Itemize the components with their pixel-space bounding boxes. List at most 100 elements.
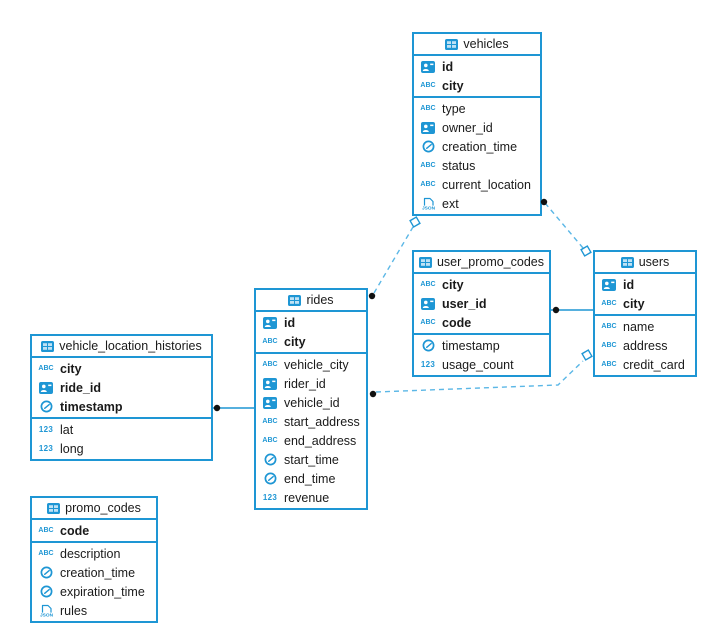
primary-key-section: id ABC city — [256, 312, 366, 354]
table-user_promo_codes[interactable]: user_promo_codes ABC city user_id ABC co… — [412, 250, 551, 377]
field-label: creation_time — [442, 139, 518, 154]
field-label: ride_id — [60, 380, 101, 395]
field-lat[interactable]: 123 lat — [32, 420, 211, 439]
string-type-icon: ABC — [601, 323, 617, 330]
field-label: timestamp — [442, 338, 500, 353]
field-label: id — [442, 59, 454, 74]
field-end_time[interactable]: end_time — [256, 469, 366, 488]
field-code[interactable]: ABC code — [414, 313, 549, 332]
field-id[interactable]: id — [414, 57, 540, 76]
rel-vehicle-location-histories-rides[interactable] — [213, 404, 254, 412]
field-creation_time[interactable]: creation_time — [32, 563, 156, 582]
number-type-icon: 123 — [262, 492, 278, 502]
field-current_location[interactable]: ABC current_location — [414, 175, 540, 194]
field-user_id[interactable]: user_id — [414, 294, 549, 313]
string-type-icon: ABC — [420, 181, 436, 188]
table-icon — [620, 256, 634, 268]
field-rules[interactable]: JSON rules — [32, 601, 156, 620]
rel-vehicles-users[interactable] — [540, 198, 592, 257]
field-description[interactable]: ABC description — [32, 544, 156, 563]
number-type-icon: 123 — [38, 443, 54, 453]
field-label: city — [442, 78, 464, 93]
field-code[interactable]: ABC code — [32, 521, 156, 540]
field-timestamp[interactable]: timestamp — [32, 397, 211, 416]
string-type-icon: ABC — [420, 82, 436, 89]
field-start_address[interactable]: ABC start_address — [256, 412, 366, 431]
field-label: address — [623, 338, 668, 353]
relation-endpoint-diamond — [581, 349, 593, 361]
field-end_address[interactable]: ABC end_address — [256, 431, 366, 450]
time-icon — [422, 140, 434, 153]
field-owner_id[interactable]: owner_id — [414, 118, 540, 137]
uuid-icon — [263, 377, 277, 390]
field-label: creation_time — [60, 565, 136, 580]
field-start_time[interactable]: start_time — [256, 450, 366, 469]
table-vehicles[interactable]: vehicles id ABC city ABC type owner_id — [412, 32, 542, 216]
number-type-icon: 123 — [420, 359, 436, 369]
field-revenue[interactable]: 123 revenue — [256, 488, 366, 507]
field-label: city — [442, 277, 464, 292]
field-label: usage_count — [442, 357, 514, 372]
field-city[interactable]: ABC city — [256, 332, 366, 351]
string-type-icon: ABC — [262, 437, 278, 444]
relation-endpoint-dot — [552, 306, 560, 314]
table-header-vehicle_location_histories[interactable]: vehicle_location_histories — [32, 336, 211, 358]
field-label: vehicle_id — [284, 395, 340, 410]
field-timestamp[interactable]: timestamp — [414, 336, 549, 355]
table-header-promo_codes[interactable]: promo_codes — [32, 498, 156, 520]
field-city[interactable]: ABC city — [414, 76, 540, 95]
field-name[interactable]: ABC name — [595, 317, 695, 336]
field-vehicle_city[interactable]: ABC vehicle_city — [256, 355, 366, 374]
field-id[interactable]: id — [595, 275, 695, 294]
table-promo_codes[interactable]: promo_codes ABC code ABC description cre… — [30, 496, 158, 623]
field-label: name — [623, 319, 655, 334]
field-long[interactable]: 123 long — [32, 439, 211, 458]
rel-user-promo-codes-users[interactable] — [551, 306, 593, 314]
time-icon — [264, 472, 276, 485]
table-header-rides[interactable]: rides — [256, 290, 366, 312]
field-city[interactable]: ABC city — [32, 359, 211, 378]
field-credit_card[interactable]: ABC credit_card — [595, 355, 695, 374]
field-label: user_id — [442, 296, 487, 311]
time-icon — [422, 339, 434, 352]
table-title: user_promo_codes — [436, 255, 544, 269]
table-header-users[interactable]: users — [595, 252, 695, 274]
field-city[interactable]: ABC city — [595, 294, 695, 313]
columns-section: ABC description creation_time expiration… — [32, 543, 156, 621]
field-label: expiration_time — [60, 584, 145, 599]
uuid-icon — [421, 60, 435, 73]
table-rides[interactable]: rides id ABC city ABC vehicle_city rider… — [254, 288, 368, 510]
primary-key-section: id ABC city — [414, 56, 540, 98]
field-vehicle_id[interactable]: vehicle_id — [256, 393, 366, 412]
field-label: code — [60, 523, 90, 538]
table-title: rides — [306, 293, 334, 307]
field-label: current_location — [442, 177, 531, 192]
field-status[interactable]: ABC status — [414, 156, 540, 175]
field-label: vehicle_city — [284, 357, 349, 372]
field-usage_count[interactable]: 123 usage_count — [414, 355, 549, 374]
field-label: lat — [60, 422, 74, 437]
field-expiration_time[interactable]: expiration_time — [32, 582, 156, 601]
field-city[interactable]: ABC city — [414, 275, 549, 294]
field-address[interactable]: ABC address — [595, 336, 695, 355]
relation-line — [373, 226, 414, 294]
field-label: code — [442, 315, 472, 330]
field-label: ext — [442, 196, 459, 211]
field-id[interactable]: id — [256, 313, 366, 332]
table-vehicle_location_histories[interactable]: vehicle_location_histories ABC city ride… — [30, 334, 213, 461]
json-icon: JSON — [422, 197, 435, 211]
relation-endpoint-dot — [368, 292, 376, 300]
field-creation_time[interactable]: creation_time — [414, 137, 540, 156]
field-ext[interactable]: JSON ext — [414, 194, 540, 213]
table-users[interactable]: users id ABC city ABC name ABC address A… — [593, 250, 697, 377]
relation-endpoint-diamond — [580, 245, 592, 257]
field-rider_id[interactable]: rider_id — [256, 374, 366, 393]
field-ride_id[interactable]: ride_id — [32, 378, 211, 397]
table-header-user_promo_codes[interactable]: user_promo_codes — [414, 252, 549, 274]
svg-text:JSON: JSON — [422, 205, 435, 210]
table-icon — [419, 256, 432, 268]
columns-section: ABC name ABC address ABC credit_card — [595, 316, 695, 375]
table-header-vehicles[interactable]: vehicles — [414, 34, 540, 56]
field-type[interactable]: ABC type — [414, 99, 540, 118]
